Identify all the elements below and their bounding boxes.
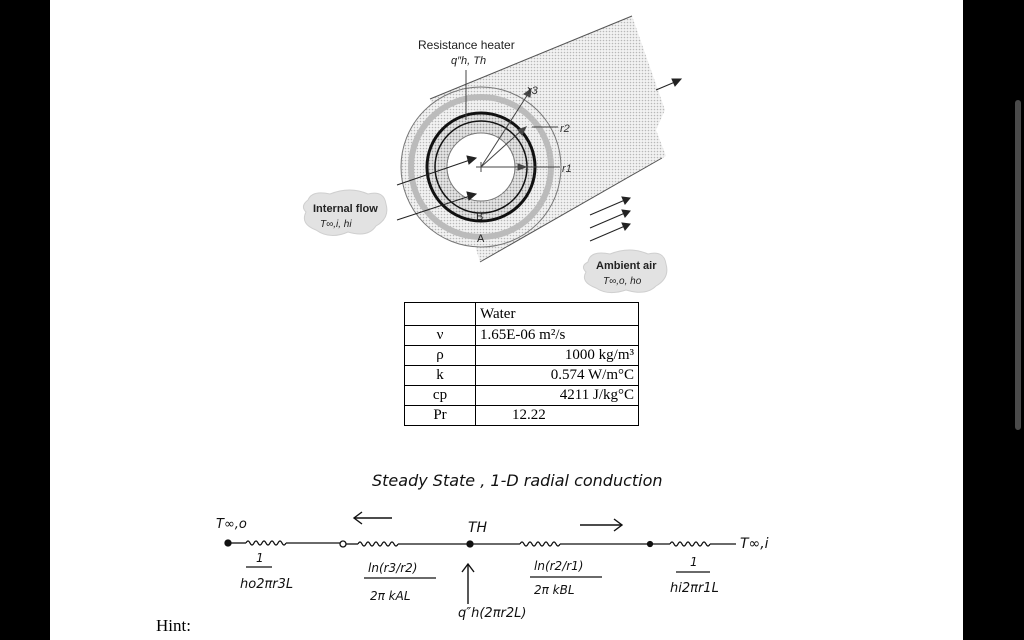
r3-label: r3 [528, 85, 539, 97]
heat-source-arrow [461, 562, 475, 604]
property-value: 12.22 [475, 405, 639, 426]
heat-direction-arrows [352, 511, 624, 532]
property-value: 1000 kg/m³ [475, 345, 639, 366]
property-symbol: k [404, 365, 476, 386]
heater-label: Resistance heater [418, 38, 515, 52]
internal-flow-arrows [396, 155, 478, 221]
r-conv-inner-den: hi2πr1L [670, 581, 719, 596]
r-cond-a-num: ln(r3/r2) [368, 561, 417, 575]
table-header: Water [475, 302, 639, 326]
hint-label: Hint: [156, 616, 191, 635]
internal-flow-cloud [302, 189, 388, 236]
property-value: 1.65E-06 m²/s [475, 325, 639, 346]
property-symbol: ρ [404, 345, 476, 366]
r1-label: r1 [562, 163, 572, 175]
layer-b-label: B [476, 211, 483, 223]
r-conv-outer-num: 1 [256, 551, 264, 565]
t-inner-label: T∞,i [740, 536, 769, 552]
water-properties-table: Water ν 1.65E-06 m²/s ρ 1000 kg/m³ k 0.5… [404, 302, 639, 426]
table-header-row: Water [404, 302, 639, 326]
radius-arrows [480, 86, 560, 171]
property-value: 0.574 W/m°C [475, 365, 639, 386]
property-value: 4211 J/kg°C [475, 385, 639, 406]
property-symbol: Pr [404, 405, 476, 426]
thermal-circuit [224, 539, 736, 548]
table-row: ν 1.65E-06 m²/s [404, 325, 639, 346]
ambient-air-cloud [582, 249, 668, 294]
r-cond-a-den: 2π kAL [370, 589, 411, 603]
internal-flow-title: Internal flow [313, 203, 378, 215]
outlet-arrow [655, 78, 683, 91]
property-symbol: ν [404, 325, 476, 346]
table-row: Pr 12.22 [404, 405, 639, 426]
layer-a-label: A [477, 233, 485, 245]
r-cond-b-num: ln(r2/r1) [534, 559, 583, 573]
internal-flow-vars: T∞,i, hi [320, 219, 352, 230]
heater-vars: q″h, Th [451, 55, 486, 67]
ambient-air-title: Ambient air [596, 260, 657, 272]
table-row: k 0.574 W/m°C [404, 365, 639, 386]
table-row: ρ 1000 kg/m³ [404, 345, 639, 366]
tube-diagram: r1 r2 r3 Resistance heater q″h, Th B A I… [302, 15, 683, 294]
ambient-air-vars: T∞,o, ho [603, 276, 642, 287]
r-conv-outer-den: ho2πr3L [240, 577, 293, 592]
t-heater-label: TH [468, 520, 488, 536]
t-outer-label: T∞,o [216, 517, 247, 532]
r-conv-inner-num: 1 [690, 555, 698, 569]
r-cond-b-den: 2π kBL [534, 583, 575, 597]
property-symbol: cp [404, 385, 476, 406]
notes-title: Steady State , 1-D radial conduction [372, 471, 663, 490]
ambient-air-arrows [589, 196, 631, 242]
scrollbar-thumb[interactable] [1015, 100, 1021, 430]
handwritten-notes: Steady State , 1-D radial conduction T∞,… [216, 471, 769, 621]
document-page: r1 r2 r3 Resistance heater q″h, Th B A I… [50, 0, 963, 640]
table-row: cp 4211 J/kg°C [404, 385, 639, 406]
heat-input-label: q″h(2πr2L) [458, 606, 526, 621]
r2-label: r2 [560, 123, 570, 135]
